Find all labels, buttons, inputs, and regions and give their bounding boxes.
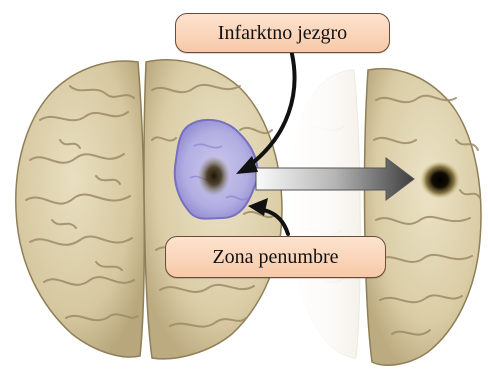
fade-overlay — [286, 60, 366, 365]
infarct-core — [198, 156, 230, 196]
infarct-core-label: Infarktno jezgro — [175, 13, 390, 53]
penumbra-zone-label-text: Zona penumbre — [212, 246, 338, 269]
focused-brain-hemisphere — [365, 69, 481, 366]
brain-left-hemisphere — [16, 61, 144, 357]
infarct-core-result — [420, 161, 460, 199]
penumbra-zone-label: Zona penumbre — [165, 236, 386, 278]
infarct-core-label-text: Infarktno jezgro — [218, 22, 347, 45]
